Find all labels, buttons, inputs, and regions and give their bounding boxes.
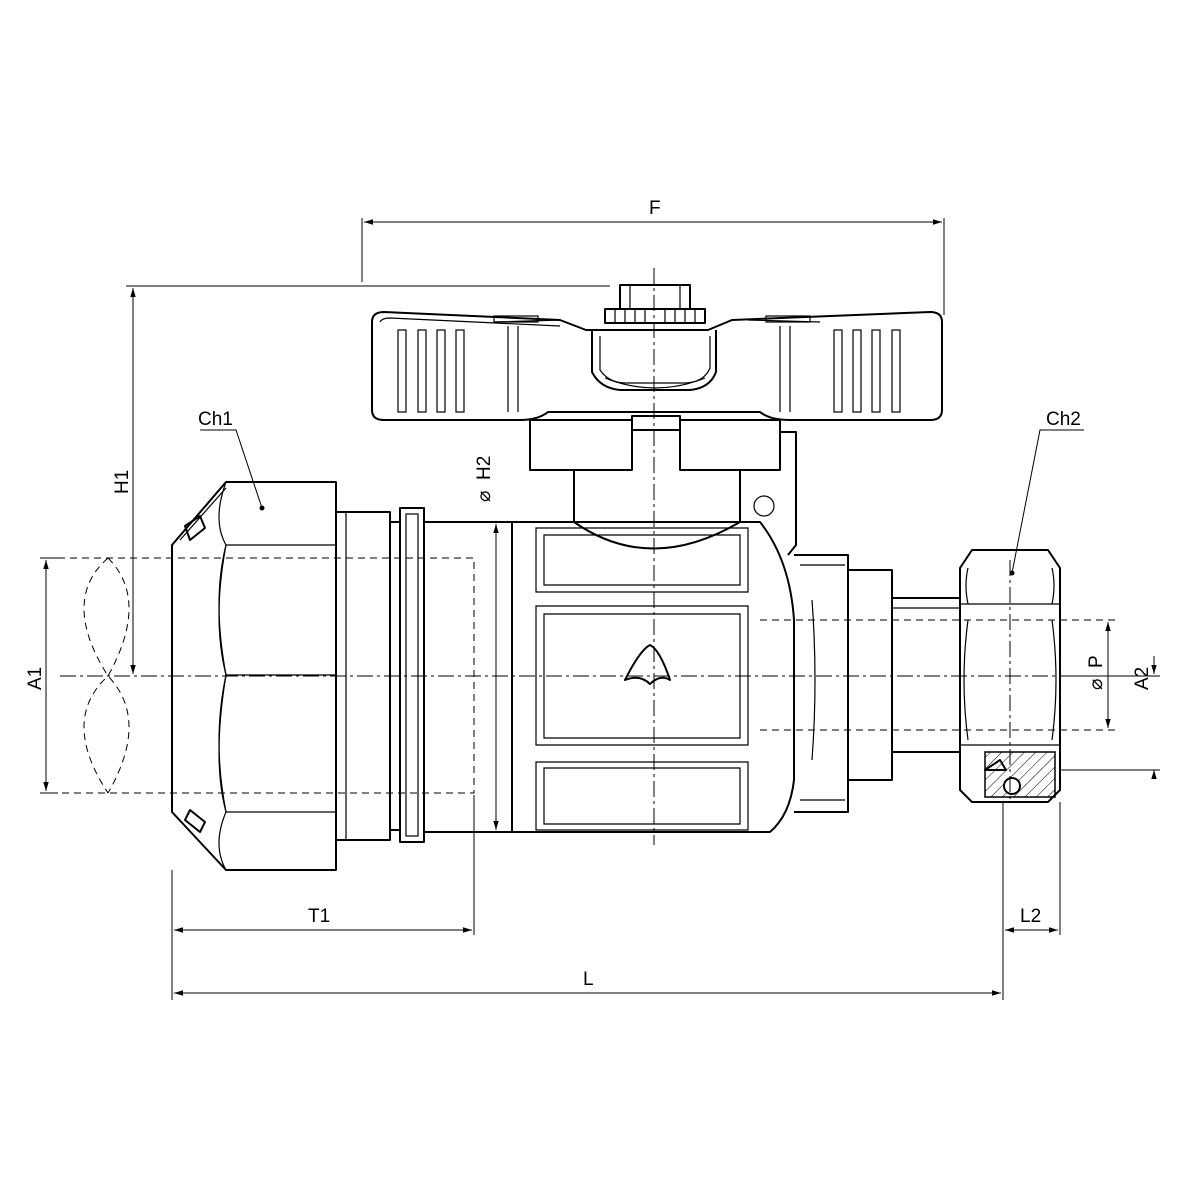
label-Ch2: Ch2 [1046,409,1081,430]
label-A2: A2 [1132,667,1153,690]
label-Ch1: Ch1 [198,409,233,430]
label-L: L [583,969,594,990]
dimensions [40,218,1160,1000]
label-A1: A1 [25,667,46,690]
label-P: P [1086,655,1107,668]
label-H2: H2 [474,456,495,480]
label-P-diameter: ⌀ [1086,679,1107,690]
stem-neck [573,431,797,556]
valve-body [511,521,849,833]
right-fitting [848,549,1061,803]
label-F: F [649,198,661,219]
labels: F H1 ⌀ H2 Ch1 Ch2 A1 ⌀ P A2 T1 L2 L [25,198,1153,990]
centerlines [60,268,1115,845]
label-H1: H1 [112,470,133,494]
handle [371,284,943,471]
label-T1: T1 [308,906,330,927]
label-L2: L2 [1020,906,1041,927]
label-H2-diameter: ⌀ [474,491,495,502]
